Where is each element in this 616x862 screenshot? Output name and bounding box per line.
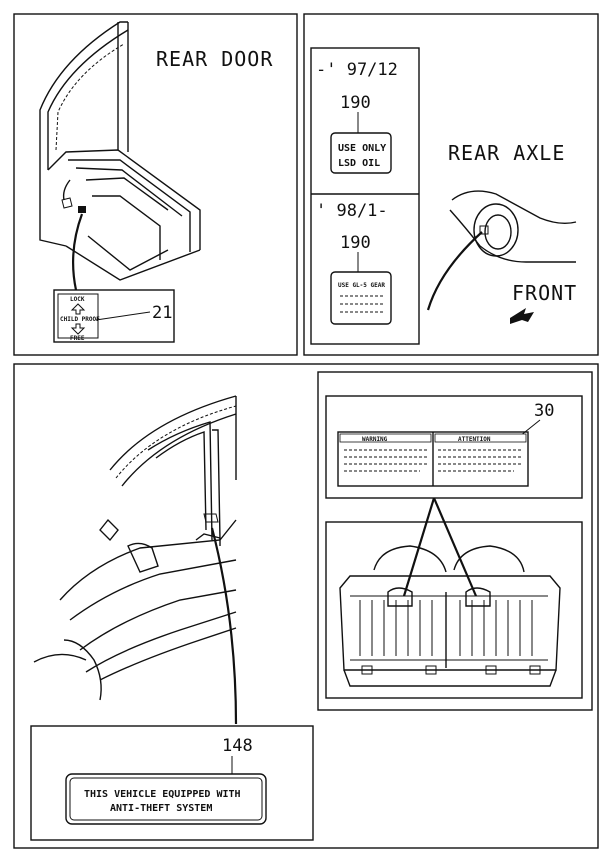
front-door-illustration [33, 395, 237, 701]
lock-label-top: LOCK [70, 296, 85, 303]
period-1-range: -' 97/12 [316, 60, 398, 80]
panel-seat-warning: 30 WARNING ATTENTION [317, 371, 593, 711]
anti-theft-line2: ANTI-THEFT SYSTEM [110, 803, 212, 814]
panel-front-door: 148 THIS VEHICLE EQUIPPED WITH ANTI-THEF… [13, 363, 599, 849]
callout-line [95, 311, 151, 321]
axle-housing-illustration [449, 190, 577, 263]
anti-theft-label-box: 148 THIS VEHICLE EQUIPPED WITH ANTI-THEF… [30, 725, 314, 841]
panel-rear-door: REAR DOOR LOCK CHILD PROOF [13, 13, 298, 356]
callout-21: 21 [152, 303, 172, 323]
rear-seat-illustration [339, 545, 561, 687]
leader-line [72, 213, 84, 291]
warning-label: WARNING ATTENTION [337, 431, 529, 487]
front-arrow-icon [510, 308, 534, 324]
front-label: FRONT [512, 281, 577, 305]
leader-line [426, 231, 483, 311]
warning-label-box [325, 395, 583, 499]
seat-illustration-box [325, 521, 583, 699]
callout-30: 30 [534, 401, 554, 421]
rear-door-illustration [39, 21, 201, 281]
lsd-label-line2: LSD OIL [338, 158, 380, 169]
callout-148: 148 [222, 736, 253, 756]
anti-theft-line1: THIS VEHICLE EQUIPPED WITH [84, 789, 241, 800]
rear-axle-title: REAR AXLE [448, 141, 565, 165]
child-lock-label: LOCK CHILD PROOF FREE [53, 289, 175, 343]
axle-label-box: -' 97/12 190 USE ONLY LSD OIL ' 98/1- 19… [310, 47, 420, 345]
panel-rear-axle: -' 97/12 190 USE ONLY LSD OIL ' 98/1- 19… [303, 13, 599, 356]
leader-line [402, 497, 436, 597]
callout-190-b: 190 [340, 233, 371, 253]
lsd-label-line1: USE ONLY [338, 143, 386, 154]
lock-label-bottom: FREE [70, 335, 85, 342]
leader-line [210, 527, 238, 725]
lock-label-middle: CHILD PROOF [60, 316, 100, 323]
callout-190-a: 190 [340, 93, 371, 113]
gear-label-line1: USE GL-5 GEAR [338, 282, 385, 289]
leader-line [432, 497, 478, 597]
warning-right-title: ATTENTION [458, 436, 491, 443]
period-2-range: ' 98/1- [316, 201, 388, 221]
rear-door-title: REAR DOOR [156, 47, 273, 71]
warning-left-title: WARNING [362, 436, 388, 443]
